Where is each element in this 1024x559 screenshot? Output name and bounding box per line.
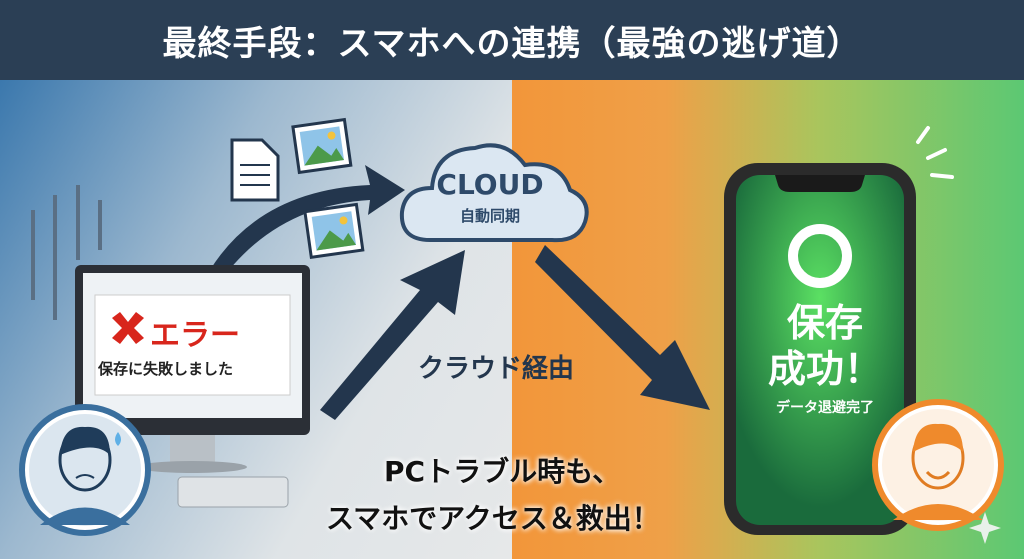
cloud-sync-label: 自動同期 bbox=[459, 207, 520, 225]
keyboard bbox=[177, 476, 289, 508]
happy-user-avatar bbox=[872, 399, 1004, 531]
desktop-monitor bbox=[75, 265, 310, 508]
shake-lines bbox=[31, 185, 102, 320]
phone-status-detail: データ退避完了 bbox=[776, 400, 874, 416]
caption-line2: スマホでアクセス＆救出！ bbox=[326, 502, 660, 535]
success-circle-icon bbox=[788, 224, 852, 288]
cloud-icon bbox=[399, 143, 589, 243]
page-title: 最終手段：スマホへの連携（最強の逃げ道） bbox=[162, 23, 862, 64]
header-banner: 最終手段：スマホへの連携（最強の逃げ道） bbox=[0, 0, 1024, 80]
phone-status-line2: 成功！ bbox=[767, 347, 882, 391]
sparkle-icon bbox=[969, 512, 1001, 544]
cloud-label: CLOUD bbox=[436, 168, 544, 201]
sparkle-lines bbox=[916, 126, 954, 179]
sweat-drop-icon bbox=[115, 432, 121, 446]
phone-status: 保存 成功！ bbox=[760, 300, 890, 392]
arrow-cloud-to-phone bbox=[535, 245, 710, 410]
smartphone bbox=[724, 163, 916, 535]
worried-user-avatar bbox=[19, 404, 151, 536]
arrow-pc-to-cloud bbox=[210, 165, 405, 275]
error-message: 保存に失敗しました bbox=[98, 360, 234, 378]
error-x-icon bbox=[112, 312, 144, 344]
via-cloud-label: クラウド経由 bbox=[418, 354, 575, 384]
image-icon bbox=[291, 117, 353, 175]
image-icon bbox=[303, 202, 365, 259]
phone-status-line1: 保存 bbox=[786, 301, 863, 345]
caption-line1: PCトラブル時も、 bbox=[384, 455, 621, 488]
document-icon bbox=[230, 138, 280, 202]
arrow-up-to-cloud bbox=[320, 250, 465, 420]
error-title: エラー bbox=[150, 318, 240, 353]
